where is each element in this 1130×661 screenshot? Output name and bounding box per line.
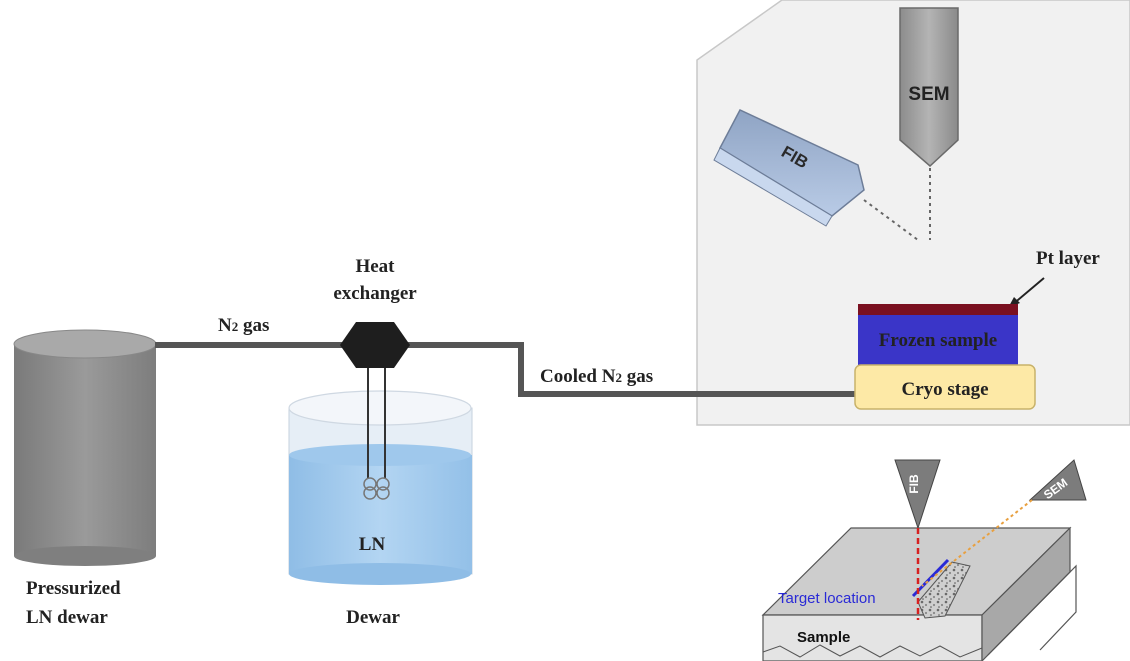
pt-layer	[858, 304, 1018, 315]
pressurized-label-line1: Pressurized	[26, 578, 121, 599]
chamber-panel	[696, 0, 1130, 426]
heat-exchanger-coil	[363, 368, 390, 500]
frozen-sample-label: Frozen sample	[879, 330, 997, 351]
fib-column	[713, 109, 865, 227]
heat-exchanger-hexagon	[340, 322, 410, 368]
cooled-n2-gas-label: Cooled N2 gas	[540, 366, 653, 387]
inset-sem-column	[1028, 459, 1087, 501]
pt-layer-label: Pt layer	[1036, 248, 1100, 269]
inset-fib-column	[894, 459, 941, 530]
cryo-stage-label: Cryo stage	[901, 379, 988, 400]
sem-label: SEM	[908, 84, 949, 105]
heat-exchanger-label-line1: Heat	[355, 256, 395, 277]
n2-gas-label: N2 gas	[218, 315, 269, 336]
ln-label: LN	[359, 534, 386, 555]
cryo-stage-block	[854, 364, 1036, 410]
inset-fib-label: FIB	[907, 474, 921, 494]
dewar-label: Dewar	[346, 607, 400, 628]
pressurized-dewar-cylinder	[13, 329, 157, 566]
pressurized-label-line2: LN dewar	[26, 607, 108, 628]
gas-pipe	[155, 342, 855, 397]
inset-sem-beam	[921, 499, 1033, 587]
fib-beam-line	[863, 199, 919, 241]
sem-column	[899, 7, 959, 168]
target-location-label: Target location	[778, 590, 876, 607]
inset-sample-block	[761, 526, 1077, 661]
sample-label: Sample	[797, 629, 850, 646]
frozen-sample-block	[858, 315, 1018, 365]
heat-exchanger-label-line2: exchanger	[333, 283, 417, 304]
dewar-vessel	[288, 390, 473, 585]
